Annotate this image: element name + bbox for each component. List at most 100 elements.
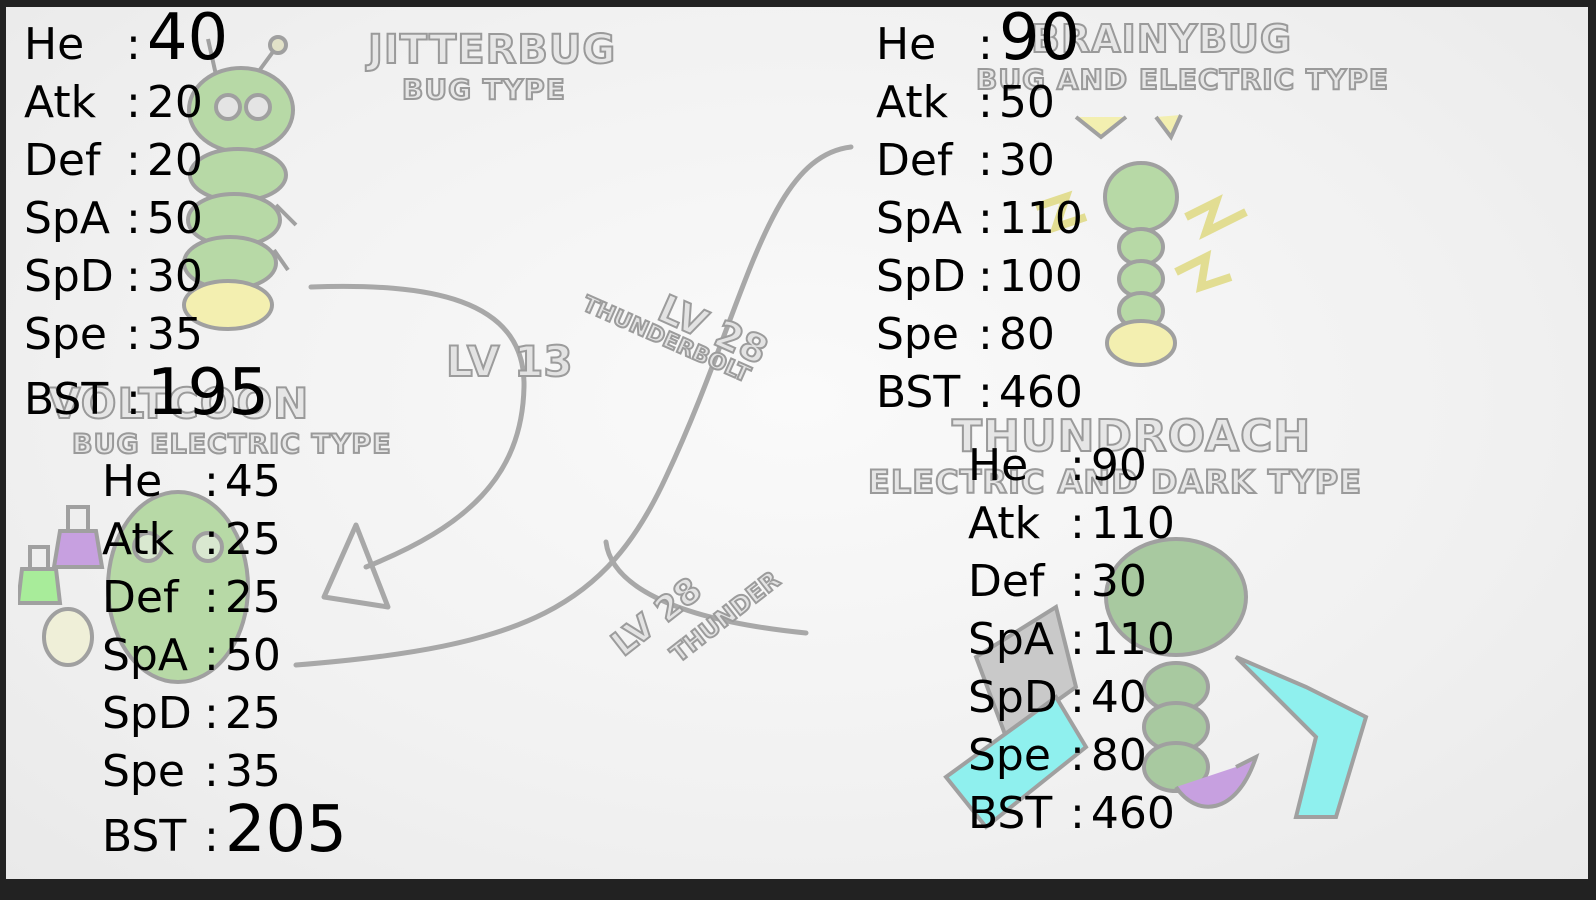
stat-row-spa: SpA:50 <box>102 627 347 685</box>
stat-row-spe: Spe:35 <box>102 743 347 801</box>
stat-label: He <box>876 19 937 70</box>
stat-label: He <box>102 456 163 507</box>
evolution-arrows <box>293 144 854 668</box>
stat-row-hp: He:90 <box>876 7 1083 75</box>
evolution-lv13-label: LV 13 <box>445 336 574 387</box>
voltcoon-stats: He:45 Atk:25 Def:25 SpA:50 SpD:25 Spe:35… <box>102 453 347 866</box>
brainybug-art <box>1034 114 1248 367</box>
stat-label: Def <box>968 556 1045 607</box>
stat-label: Atk <box>968 498 1041 549</box>
stat-label: SpD <box>968 672 1058 723</box>
jitterbug-stats: He:40 Atk:20 Def:20 SpA:50 SpD:30 Spe:35… <box>24 7 269 430</box>
stat-value: 80 <box>998 309 1055 360</box>
stat-label: SpA <box>102 630 188 681</box>
stat-value: 20 <box>146 77 203 128</box>
drawing-canvas: JITTERBUG BUG TYPE VOLTCOON BUG ELECTRIC… <box>6 7 1588 879</box>
stat-row-spe: Spe:80 <box>876 306 1083 364</box>
brainybug-name: BRAINYBUG <box>1030 16 1293 62</box>
stat-label: Spe <box>876 309 959 360</box>
arrow-thunder-path <box>603 539 809 636</box>
lightning-bug-icon <box>1034 114 1248 367</box>
stat-label: Spe <box>102 746 185 797</box>
stat-label: Def <box>876 135 953 186</box>
stat-label: BST <box>102 811 187 862</box>
stat-value: 100 <box>998 251 1083 302</box>
roach-icon <box>943 537 1369 830</box>
stat-label: Spe <box>24 309 107 360</box>
brainybug-stats: He:90 Atk:50 Def:30 SpA:110 SpD:100 Spe:… <box>876 7 1083 422</box>
stat-value: 50 <box>146 193 203 244</box>
stat-value: 90 <box>998 7 1081 75</box>
stat-label: Atk <box>876 77 949 128</box>
stat-row-spa: SpA:110 <box>968 611 1175 669</box>
stat-value: 25 <box>224 572 281 623</box>
stat-value: 25 <box>224 514 281 565</box>
arrow-thunderbolt-path <box>293 144 854 668</box>
stat-row-spe: Spe:35 <box>24 306 269 364</box>
brainybug-type: BUG AND ELECTRIC TYPE <box>975 62 1389 97</box>
stat-value: 35 <box>146 309 203 360</box>
stat-label: Atk <box>24 77 97 128</box>
stat-row-spd: SpD:25 <box>102 685 347 743</box>
thundroach-name: THUNDROACH <box>951 410 1312 463</box>
stat-value: 110 <box>1090 614 1175 665</box>
cocoon-icon <box>42 490 250 684</box>
potion-icon <box>51 505 105 569</box>
stat-value: 45 <box>224 456 281 507</box>
stat-label: SpD <box>24 251 114 302</box>
stat-row-spe: Spe:80 <box>968 727 1175 785</box>
stat-label: Atk <box>102 514 175 565</box>
stat-label: Def <box>24 135 101 186</box>
stat-value: 205 <box>224 793 347 867</box>
stat-row-atk: Atk:25 <box>102 511 347 569</box>
stat-row-def: Def:20 <box>24 132 269 190</box>
jitterbug-type: BUG TYPE <box>401 72 566 107</box>
stat-value: 30 <box>1090 556 1147 607</box>
stat-row-bst: BST:205 <box>102 793 347 867</box>
stat-row-spd: SpD:40 <box>968 669 1175 727</box>
stat-value: 50 <box>998 77 1055 128</box>
stat-row-hp: He:45 <box>102 453 347 511</box>
stat-label: BST <box>24 374 109 425</box>
stat-row-atk: Atk:20 <box>24 74 269 132</box>
stat-label: He <box>24 19 85 70</box>
stat-value: 40 <box>1090 672 1147 723</box>
stat-row-hp: He:90 <box>968 437 1175 495</box>
stat-label: SpD <box>876 251 966 302</box>
stat-row-spd: SpD:30 <box>24 248 269 306</box>
voltcoon-name: VOLTCOON <box>47 378 310 429</box>
caterpillar-icon <box>182 35 298 331</box>
voltcoon-art <box>18 490 250 684</box>
stat-value: 20 <box>146 135 203 186</box>
thundroach-art <box>943 537 1369 830</box>
stat-value: 460 <box>1090 788 1175 839</box>
stat-label: He <box>968 440 1029 491</box>
stat-label: SpA <box>876 193 962 244</box>
arrow-lv13-head <box>321 522 391 610</box>
voltcoon-type: BUG ELECTRIC TYPE <box>71 428 392 461</box>
stat-row-hp: He:40 <box>24 7 269 75</box>
stat-value: 30 <box>146 251 203 302</box>
stat-value: 35 <box>224 746 281 797</box>
stat-row-def: Def:30 <box>876 132 1083 190</box>
stat-row-bst: BST:460 <box>968 785 1175 843</box>
stat-value: 80 <box>1090 730 1147 781</box>
stat-value: 90 <box>1090 440 1147 491</box>
stat-row-bst: BST:460 <box>876 364 1083 422</box>
stat-row-spd: SpD:100 <box>876 248 1083 306</box>
arrow-lv13-path <box>308 283 527 570</box>
stat-row-spa: SpA:50 <box>24 190 269 248</box>
stat-row-bst: BST:195 <box>24 356 269 430</box>
stat-value: 40 <box>146 7 229 75</box>
stat-row-atk: Atk:110 <box>968 495 1175 553</box>
stat-row-def: Def:30 <box>968 553 1175 611</box>
stat-label: SpA <box>24 193 110 244</box>
stat-value: 460 <box>998 367 1083 418</box>
stat-label: SpA <box>968 614 1054 665</box>
stat-value: 110 <box>998 193 1083 244</box>
stat-value: 110 <box>1090 498 1175 549</box>
stat-row-def: Def:25 <box>102 569 347 627</box>
stat-row-atk: Atk:50 <box>876 74 1083 132</box>
stat-value: 25 <box>224 688 281 739</box>
stat-value: 50 <box>224 630 281 681</box>
